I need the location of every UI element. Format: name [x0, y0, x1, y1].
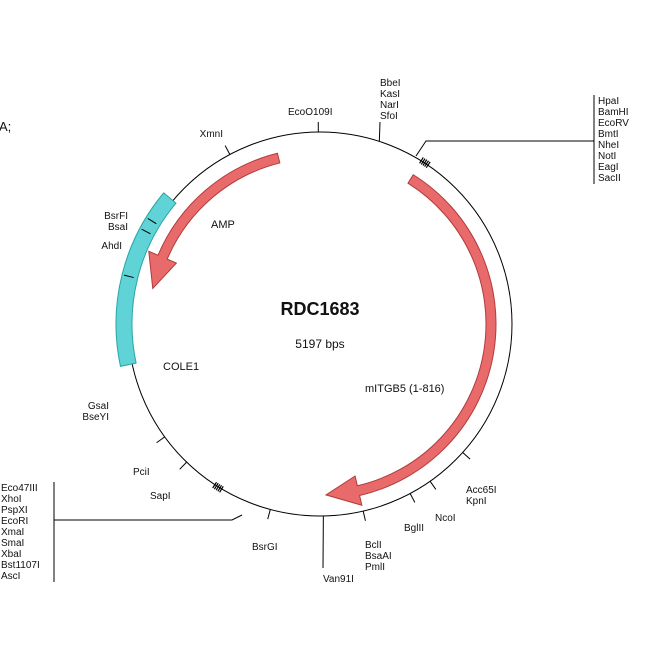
site-label: BglII [404, 523, 424, 534]
feature-mitgb5-arrow [324, 174, 497, 506]
mcs-label: EcoRI [1, 516, 28, 527]
site-label: BclI [365, 540, 382, 551]
mcs-label: XmaI [1, 527, 24, 538]
site-tick-ahdi [141, 228, 151, 235]
site-label: BsaI [108, 222, 128, 233]
mcs-site-marker [219, 486, 224, 493]
site-label: BbeI [380, 78, 401, 89]
site-label: Van91I [323, 574, 354, 585]
site-tick-bcli-group [362, 510, 366, 521]
mcs-label: BamHI [598, 107, 629, 118]
site-tick-gsai-bseyi [123, 274, 134, 279]
mcs-label: NheI [598, 140, 619, 151]
site-label: KasI [380, 89, 400, 100]
feature-cole1-block [115, 192, 177, 368]
site-label: BsaAI [365, 551, 392, 562]
site-tick-bbei-group [378, 121, 381, 142]
site-tick-ncoi [429, 480, 437, 490]
mcs-label: SacII [598, 173, 621, 184]
mcs-site-marker [424, 160, 429, 167]
mcs-site-marker [212, 481, 218, 489]
site-label: BseYI [82, 412, 109, 423]
site-label: NcoI [435, 513, 456, 524]
site-tick-pcii [156, 436, 165, 444]
feature-amp-arrow [148, 152, 281, 290]
mcs-label: XbaI [1, 549, 22, 560]
mcs-site-marker [420, 158, 426, 165]
site-label: Acc65I [466, 485, 497, 496]
mcs-label: SmaI [1, 538, 24, 549]
site-tick-xmni [224, 145, 231, 155]
site-label: EcoO109I [288, 107, 332, 118]
site-label: GsaI [88, 401, 109, 412]
site-label: PmlI [365, 562, 385, 573]
feature-label-mitgb5: mITGB5 (1-816) [365, 383, 444, 395]
mcs-label: EagI [598, 162, 619, 173]
site-label: NarI [380, 100, 399, 111]
mcs-site-marker [215, 483, 221, 491]
mcs-label: BmtI [598, 129, 619, 140]
feature-label-cole1: COLE1 [163, 361, 199, 373]
mcs-connector-mcs-left [54, 514, 243, 521]
site-tick-bsrgi [267, 509, 271, 520]
mcs-label: Bst1107I [1, 560, 40, 571]
site-label: AhdI [101, 241, 122, 252]
panel-label: A; [0, 119, 11, 134]
mcs-label: Eco47III [1, 483, 38, 494]
mcs-site-marker [425, 161, 431, 169]
mcs-label: HpaI [598, 96, 619, 107]
mcs-site-marker [419, 157, 424, 164]
site-label: BsrGI [252, 542, 278, 553]
site-label: XmnI [200, 129, 223, 140]
feature-label-amp: AMP [211, 219, 235, 231]
site-tick-bglii [409, 493, 416, 503]
mcs-connector-mcs-right [415, 140, 594, 157]
plasmid-size: 5197 bps [295, 337, 344, 351]
mcs-site-marker [217, 485, 223, 492]
mcs-label: EcoRV [598, 118, 629, 129]
mcs-label: NotI [598, 151, 616, 162]
site-tick-sapi [179, 461, 187, 470]
mcs-site-marker [422, 159, 428, 166]
site-label: PciI [133, 467, 150, 478]
site-label: BsrFI [104, 211, 128, 222]
mcs-label: XhoI [1, 494, 22, 505]
site-label: SapI [150, 491, 171, 502]
site-label: SfoI [380, 111, 398, 122]
site-tick-acc65i-kpni [462, 452, 471, 460]
site-tick-bsrfi-bsai [147, 218, 157, 225]
mcs-label: PspXI [1, 505, 28, 516]
plasmid-name: RDC1683 [280, 299, 359, 319]
site-label: KpnI [466, 496, 487, 507]
mcs-label: AscI [1, 571, 20, 582]
mcs-site-marker [213, 482, 219, 490]
plasmid-backbone [127, 131, 513, 517]
